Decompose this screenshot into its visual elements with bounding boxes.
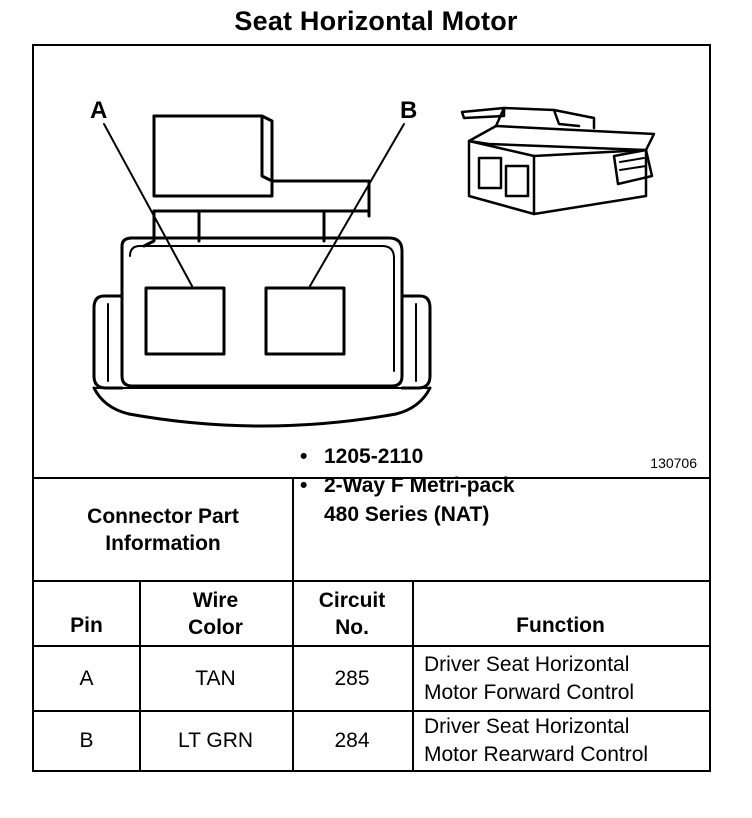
list-item: •2-Way F Metri-pack	[300, 474, 515, 497]
connector-body	[120, 236, 404, 388]
connector-drawing: A B	[90, 97, 656, 428]
cavity-a	[144, 286, 226, 356]
header-circuit-line2: No.	[335, 615, 369, 639]
table-cell-function: Driver Seat Horizontal Motor Rearward Co…	[412, 712, 709, 770]
divider	[34, 477, 709, 479]
header-wire-color-line2: Color	[188, 615, 243, 639]
header-pin: Pin	[34, 582, 139, 645]
table-cell-pin: A	[79, 666, 94, 690]
connector-part-list: •1205-2110 •2-Way F Metri-pack 480 Serie…	[300, 442, 515, 529]
connector-part-label-line2: Information	[105, 531, 221, 555]
connector-part-label-line1: Connector Part	[87, 504, 239, 528]
function-line2: Motor Forward Control	[424, 680, 635, 704]
cavity-b	[264, 286, 346, 356]
connector-type: 2-Way F Metri-pack	[324, 474, 515, 497]
table-cell-wire-color: LT GRN	[177, 729, 254, 752]
divider	[412, 582, 414, 770]
connector-info-frame: A B 130706 Connector Part Information	[32, 44, 711, 772]
list-item: •1205-2110	[300, 445, 424, 468]
header-circuit-no: Circuit No.	[292, 582, 412, 645]
header-wire-color: Wire Color	[139, 582, 292, 645]
callout-leader-a	[103, 123, 193, 287]
divider	[139, 582, 141, 770]
table-cell-pin: B	[79, 729, 94, 752]
divider	[34, 645, 709, 647]
connector-illustration: A B 130706	[34, 46, 709, 479]
divider	[34, 710, 709, 712]
header-wire-color-line1: Wire	[192, 588, 239, 612]
function-line1: Driver Seat Horizontal	[424, 715, 630, 738]
divider	[292, 582, 294, 770]
function-line1: Driver Seat Horizontal	[424, 652, 630, 676]
connector-isometric-view	[460, 106, 656, 216]
callout-label-a: A	[90, 97, 107, 124]
figure-number: 130706	[650, 455, 697, 471]
table-cell-function: Driver Seat Horizontal Motor Forward Con…	[412, 647, 709, 710]
connector-series: 480 Series (NAT)	[324, 503, 490, 526]
callout-label-b: B	[400, 97, 417, 124]
part-number: 1205-2110	[324, 445, 424, 468]
divider	[292, 479, 294, 580]
table-cell-circuit: 285	[334, 666, 370, 690]
connector-part-label: Connector Part Information	[34, 479, 292, 580]
header-function: Function	[412, 582, 709, 645]
table-cell-circuit: 284	[334, 729, 370, 752]
header-function-label: Function	[516, 614, 605, 637]
header-circuit-line1: Circuit	[318, 588, 386, 612]
table-cell-wire-color: TAN	[195, 666, 236, 690]
header-pin-label: Pin	[70, 614, 103, 637]
divider	[34, 580, 709, 582]
callout-leader-b	[309, 123, 405, 287]
page-title: Seat Horizontal Motor	[234, 6, 518, 36]
connector-base	[92, 386, 432, 428]
function-line2: Motor Rearward Control	[424, 743, 649, 766]
